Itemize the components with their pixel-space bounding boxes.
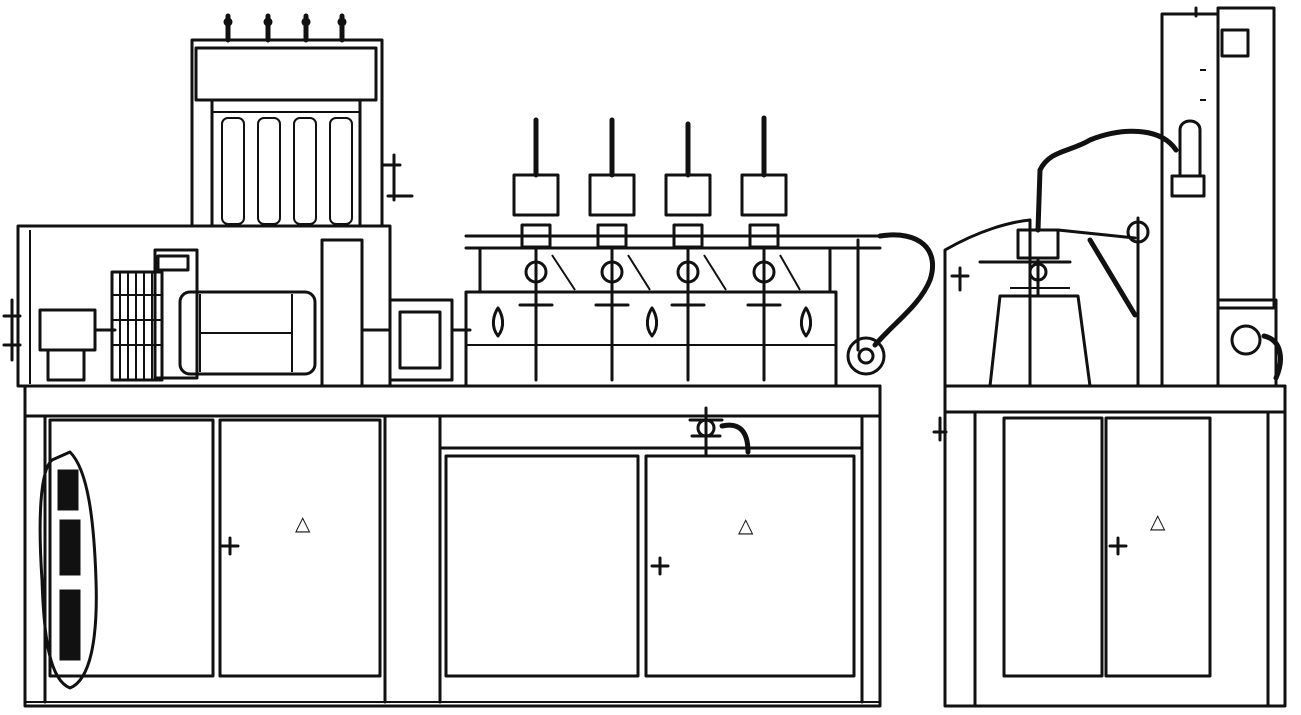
capacitor-bank-header [194, 46, 378, 102]
capacitor-bank-frame [190, 38, 384, 228]
tank-riser [1178, 119, 1202, 178]
terminal-icon [301, 13, 311, 43]
capacitor-bank [190, 13, 414, 228]
shaft-coupling-inner [398, 310, 442, 370]
lever-icon[interactable] [380, 153, 414, 202]
valve-icon [688, 406, 724, 457]
cabinet-door-4[interactable] [644, 454, 856, 678]
side-cabinet-door-1[interactable] [1002, 416, 1104, 678]
pump-outlet-hose [1261, 333, 1283, 381]
door-handle-icon[interactable] [220, 536, 240, 556]
coupling-housing [320, 238, 364, 388]
pump-block [1216, 298, 1278, 388]
tall-tank [1160, 12, 1220, 388]
side-cabinet-top-rail [943, 384, 1287, 414]
tall-tank-back [1216, 6, 1276, 310]
tank-fitting [1170, 174, 1206, 198]
door-warning-triangle-icon: △ [1150, 509, 1166, 533]
door-warning-triangle-icon: △ [295, 511, 311, 535]
capacitor-tube [329, 117, 353, 225]
gearbox [38, 308, 97, 352]
pump-wheel [1230, 324, 1262, 356]
terminal-icon [223, 13, 233, 43]
side-cabinet: △ [932, 384, 1287, 708]
door-warning-triangle-icon: △ [738, 513, 754, 537]
cooling-fins [110, 270, 164, 382]
gearbox-base [46, 348, 86, 382]
spindle-unit [464, 115, 936, 388]
feeder-valve-icon[interactable] [978, 228, 1072, 298]
cabinet-door-1[interactable] [48, 418, 215, 678]
teardrop-marker-icon [645, 306, 659, 338]
cable-bundle-segment [59, 519, 81, 576]
teardrop-marker-icon [491, 306, 505, 338]
feeder-housing [943, 218, 1032, 388]
hose-loop [872, 232, 936, 348]
cabinet-door-3[interactable] [444, 454, 640, 678]
spindle-head [512, 117, 560, 382]
feeder-station [943, 6, 1283, 388]
shaft-coupling [388, 298, 454, 382]
capacitor-tube [293, 117, 317, 225]
motor-housing [2, 224, 472, 388]
hook-icon [932, 416, 948, 442]
feeder-hopper [988, 294, 1092, 388]
main-cabinet-frame [23, 384, 882, 708]
motor-terminal-box [156, 254, 190, 272]
terminal-icon [263, 13, 273, 43]
motor-housing-frame [16, 224, 392, 388]
terminal-icon [337, 13, 347, 43]
tank-window [1220, 28, 1250, 58]
handwheel-icon[interactable] [2, 298, 22, 362]
cabinet-door-2[interactable] [218, 418, 382, 678]
main-cabinet: △ △ [23, 384, 882, 708]
teardrop-marker-icon [799, 306, 813, 338]
main-cabinet-top-rail [23, 384, 882, 418]
pulley-hub [857, 347, 875, 365]
pipe-elbow [719, 422, 751, 455]
motor-end-plate [153, 248, 199, 380]
pulley-wheel [846, 336, 886, 376]
rod-pivot [1126, 220, 1150, 244]
capacitor-tube [221, 117, 245, 225]
cable-bundle [38, 450, 98, 690]
support-strut [1087, 237, 1138, 318]
spindle-head [740, 115, 788, 382]
spindle-head [664, 121, 712, 382]
capacitor-tube [257, 117, 281, 225]
spindle-head [588, 117, 636, 382]
cable-bundle-segment [57, 469, 79, 511]
spindle-unit-base [464, 290, 838, 388]
cable-bundle-segment [59, 589, 81, 661]
door-handle-icon[interactable] [1108, 536, 1128, 556]
motor-body [178, 290, 317, 376]
overhead-hose [1035, 128, 1179, 233]
side-cabinet-door-2[interactable] [1104, 416, 1212, 678]
lever-icon[interactable] [950, 266, 970, 292]
door-handle-icon[interactable] [650, 556, 670, 576]
